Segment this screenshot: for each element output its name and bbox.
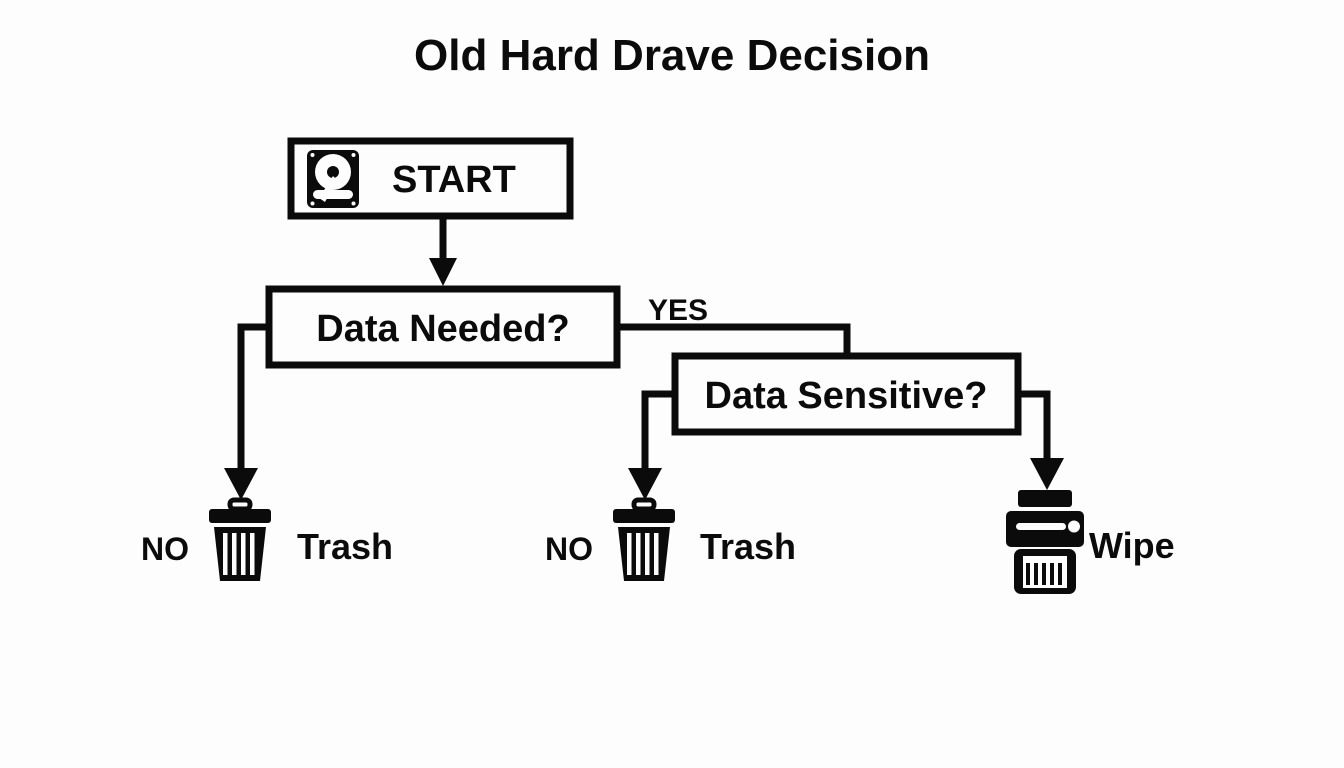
arrowhead-icon <box>429 258 457 286</box>
edge-data-sensitive-wipe <box>1018 390 1064 490</box>
edge-data-needed-no <box>224 323 269 500</box>
trash-can-icon <box>209 497 271 581</box>
outcome-1-branch-label: NO <box>141 531 189 567</box>
arrowhead-icon <box>628 468 662 500</box>
edge-start-to-data-needed <box>429 216 457 286</box>
arrowhead-icon <box>224 468 258 500</box>
edge-data-sensitive-no <box>628 390 675 500</box>
start-label: START <box>392 159 516 201</box>
data-sensitive-box[interactable] <box>671 352 1022 436</box>
node-data-needed[interactable]: Data Needed? <box>265 285 621 369</box>
node-data-sensitive[interactable]: Data Sensitive? <box>671 352 1022 436</box>
shredder-icon <box>1006 490 1084 594</box>
arrowhead-icon <box>1030 458 1064 490</box>
edge-label-yes: YES <box>648 294 708 327</box>
edge-data-needed-yes <box>617 323 851 356</box>
node-start[interactable]: START <box>287 137 574 220</box>
outcome-3-label: Wipe <box>1089 525 1175 566</box>
outcome-wipe[interactable]: Wipe <box>1006 490 1175 594</box>
outcome-2-label: Trash <box>700 526 796 567</box>
page-title: Old Hard Drave Decision <box>414 31 930 80</box>
outcome-1-label: Trash <box>297 526 393 567</box>
outcome-trash-2[interactable]: NO Trash <box>545 497 796 581</box>
data-needed-label: Data Needed? <box>316 308 569 350</box>
hard-drive-icon <box>307 150 359 208</box>
outcome-trash-1[interactable]: NO Trash <box>141 497 393 581</box>
data-needed-box[interactable] <box>265 285 621 369</box>
trash-can-icon <box>613 497 675 581</box>
data-sensitive-label: Data Sensitive? <box>705 375 988 417</box>
outcome-2-branch-label: NO <box>545 531 593 567</box>
